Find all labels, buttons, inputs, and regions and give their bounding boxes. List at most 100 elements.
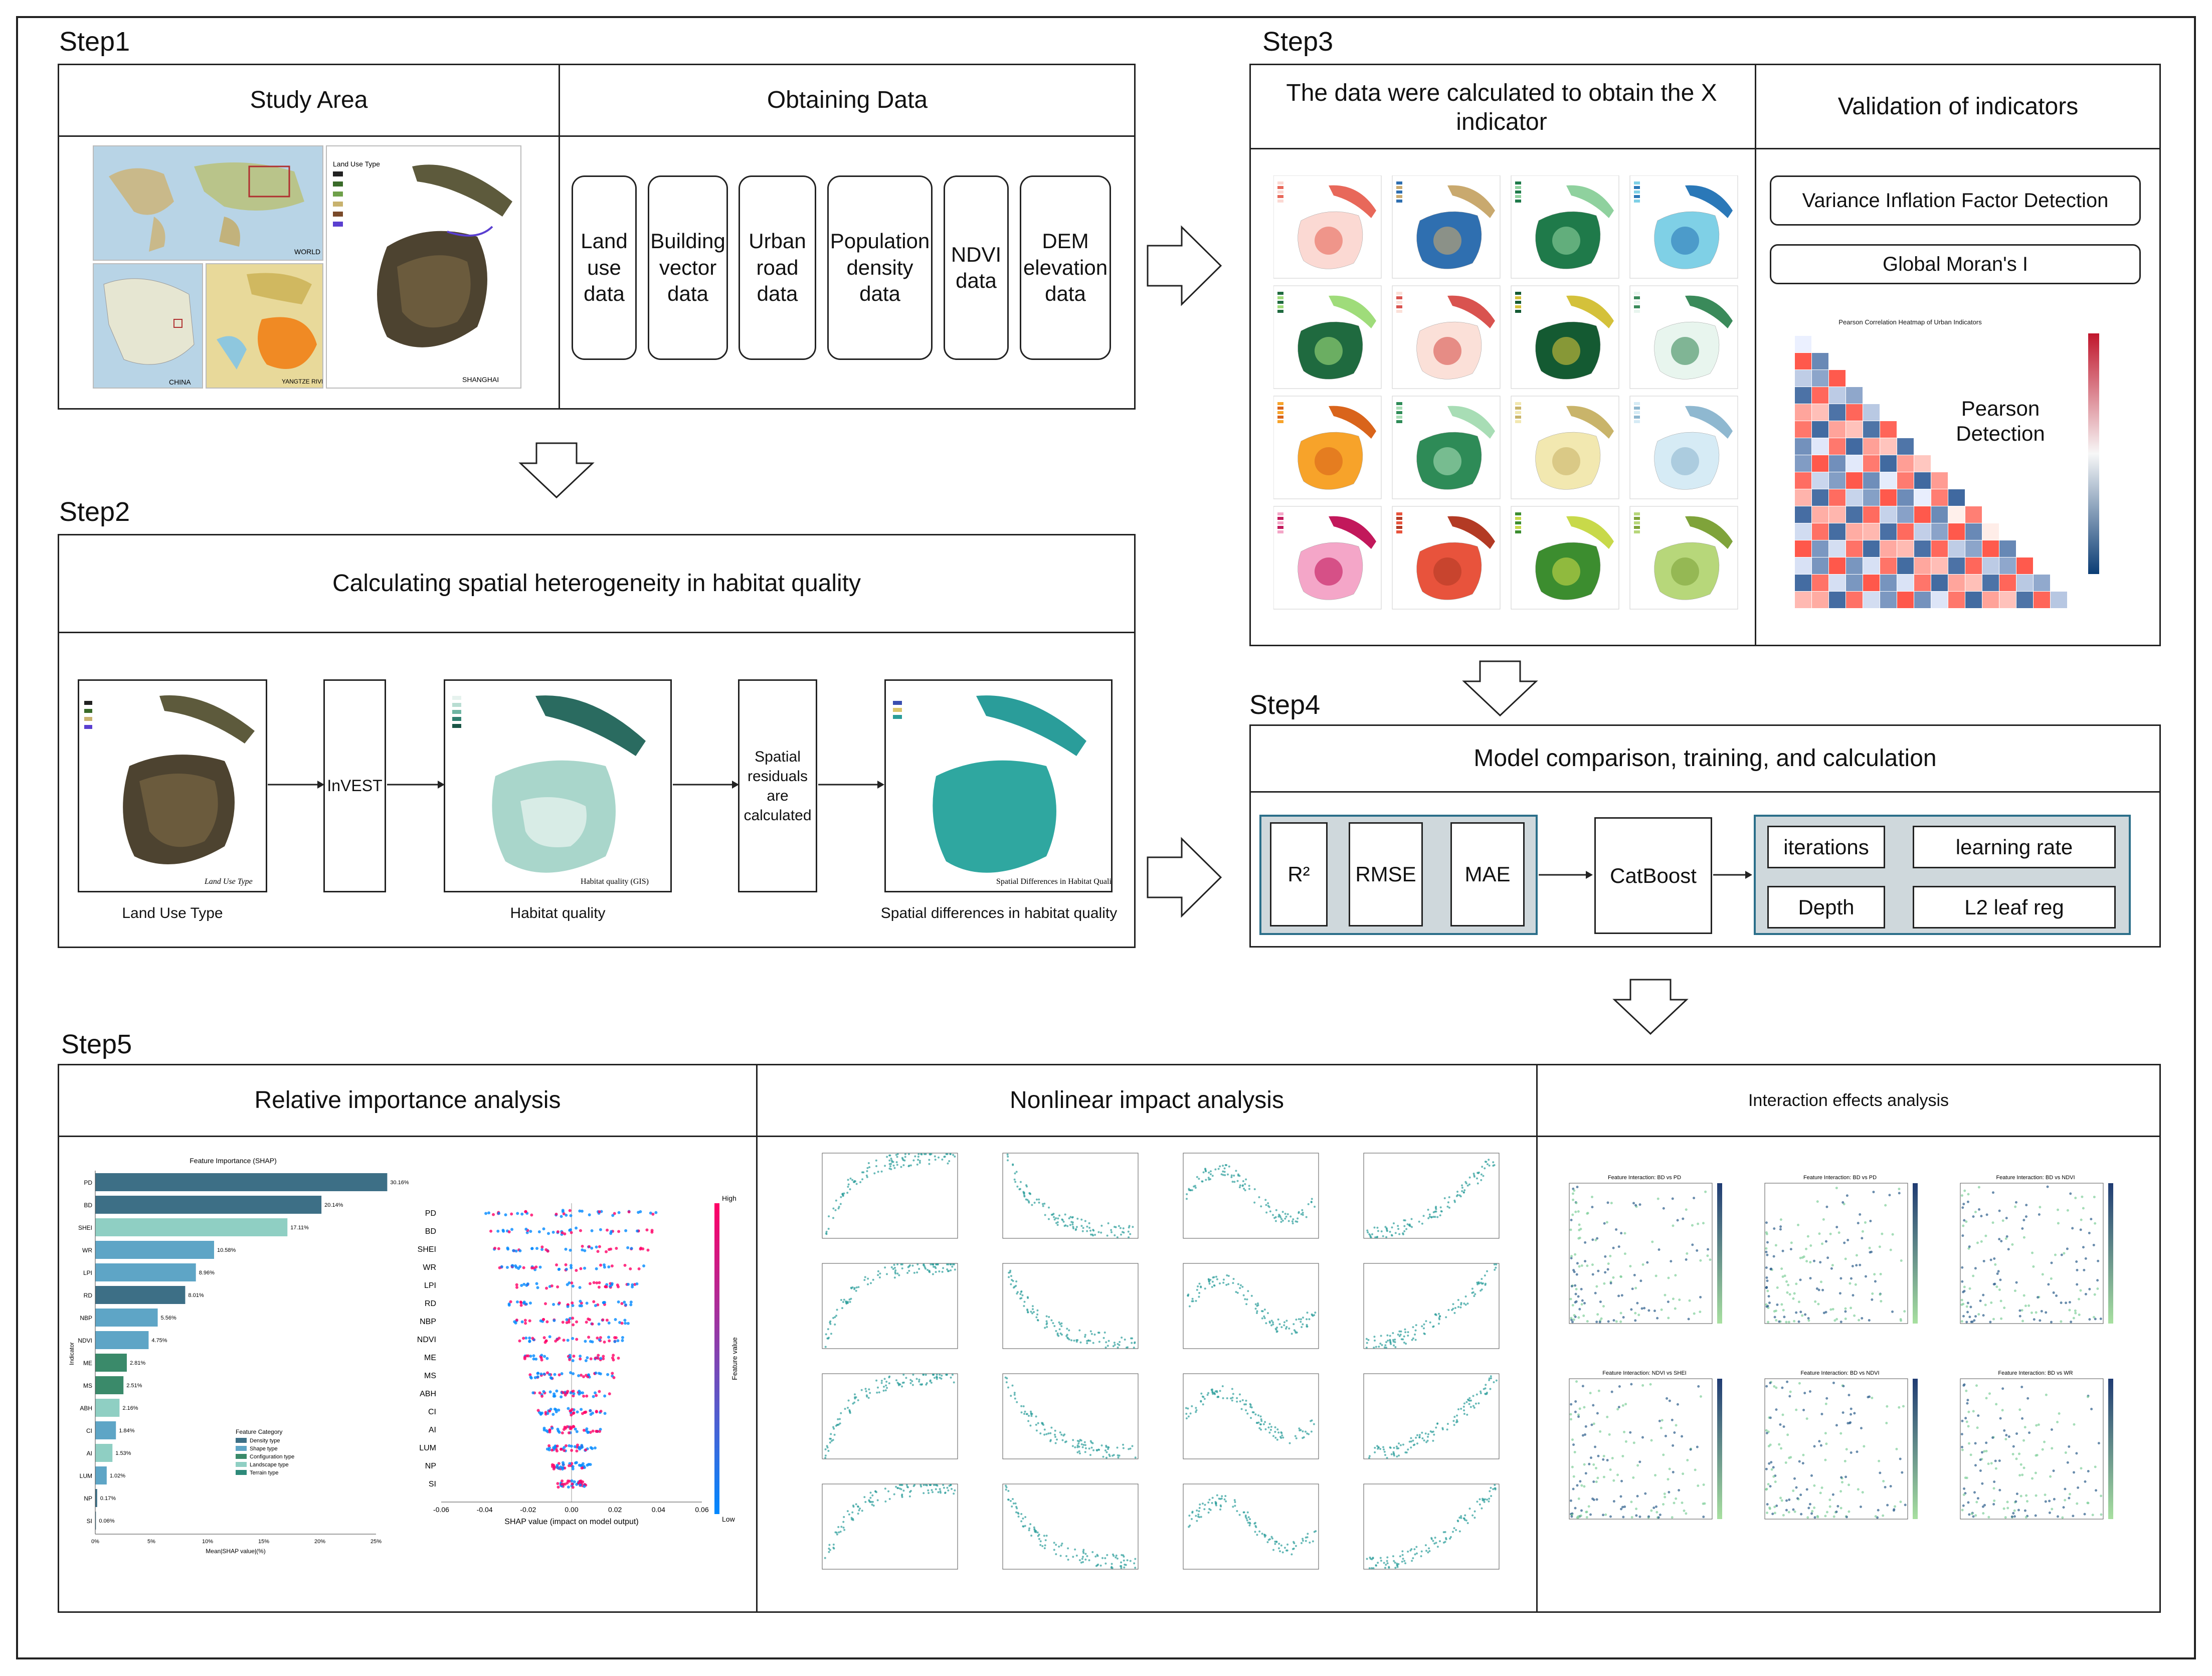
dependence-point: [1448, 1206, 1450, 1209]
dependence-point: [869, 1492, 872, 1494]
dependence-point: [1020, 1520, 1023, 1523]
interaction-point: [1591, 1196, 1594, 1199]
interaction-point: [1621, 1506, 1624, 1509]
interaction-point: [1767, 1445, 1770, 1448]
dependence-point: [1298, 1318, 1300, 1321]
dependence-point: [1490, 1375, 1492, 1378]
interaction-point: [1641, 1263, 1644, 1266]
shap-point: [571, 1485, 575, 1489]
interaction-point: [1895, 1447, 1898, 1450]
dependence-point: [1086, 1230, 1088, 1232]
interaction-point: [1852, 1294, 1855, 1297]
dependence-point: [833, 1433, 836, 1436]
interaction-point: [1988, 1392, 1991, 1395]
dependence-point: [859, 1181, 862, 1184]
bar-legend-item: Terrain type: [250, 1470, 278, 1476]
dependence-point: [1046, 1326, 1048, 1328]
dependence-point: [1240, 1408, 1243, 1410]
dependence-point: [1439, 1214, 1441, 1217]
interaction-point: [1634, 1319, 1637, 1322]
dependence-point: [1274, 1328, 1277, 1330]
dependence-point: [1430, 1537, 1433, 1539]
dependence-point: [1377, 1447, 1379, 1450]
dependence-point: [1492, 1165, 1495, 1167]
dependence-point: [1043, 1428, 1046, 1431]
dependence-point: [928, 1163, 931, 1165]
interaction-point: [1768, 1462, 1771, 1465]
interaction-point: [1596, 1476, 1599, 1479]
interaction-point: [1799, 1256, 1802, 1259]
dependence-point: [1405, 1343, 1407, 1345]
dependence-point: [1263, 1315, 1265, 1318]
dependence-point: [1296, 1331, 1298, 1334]
dependence-point: [1373, 1336, 1376, 1338]
interaction-point: [1998, 1209, 2001, 1212]
interaction-point: [1850, 1407, 1853, 1410]
heatmap-cell: [1948, 540, 1965, 557]
dependence-point: [1035, 1429, 1038, 1432]
interaction-point: [1654, 1474, 1657, 1477]
dependence-point: [1465, 1401, 1468, 1403]
heatmap-cell: [1897, 592, 1914, 608]
dependence-point: [1402, 1558, 1404, 1560]
dependence-point: [1489, 1388, 1492, 1390]
interaction-point: [1848, 1510, 1851, 1513]
dependence-point: [1302, 1538, 1304, 1540]
china-label: CHINA: [169, 378, 191, 386]
interaction-point: [1824, 1432, 1827, 1435]
interaction-point: [1630, 1308, 1633, 1311]
dependence-point: [1488, 1164, 1491, 1167]
indicator-legend-swatch: [1634, 200, 1640, 203]
dependence-point: [1314, 1312, 1317, 1314]
shap-point: [553, 1446, 557, 1449]
dependence-point: [901, 1267, 903, 1269]
shap-point: [572, 1389, 575, 1393]
interaction-point: [1879, 1272, 1882, 1275]
indicator-map-island: [1447, 295, 1495, 328]
indicator-legend-swatch: [1277, 191, 1283, 194]
shap-point: [569, 1371, 573, 1374]
dependence-point: [909, 1379, 912, 1381]
shap-point: [556, 1285, 560, 1288]
dependence-point: [1312, 1540, 1314, 1543]
interaction-point: [1769, 1416, 1772, 1419]
dependence-point: [1038, 1201, 1040, 1204]
dependence-point: [1456, 1191, 1459, 1193]
dependence-point: [1262, 1423, 1265, 1425]
dependence-point: [1488, 1500, 1490, 1503]
interaction-point: [1793, 1477, 1796, 1480]
interaction-point: [2019, 1495, 2022, 1498]
shap-point: [591, 1447, 594, 1450]
interaction-point: [1881, 1232, 1884, 1235]
dependence-point: [1434, 1216, 1436, 1218]
interaction-point: [1587, 1505, 1590, 1508]
interaction-point: [1831, 1308, 1834, 1311]
dependence-point: [1238, 1514, 1241, 1516]
dependence-point: [904, 1156, 906, 1158]
shap-point: [623, 1263, 627, 1267]
dependence-point: [886, 1156, 888, 1158]
dependence-point: [840, 1526, 843, 1528]
shap-point: [630, 1247, 633, 1250]
dependence-point: [1256, 1534, 1258, 1536]
dependence-point: [1285, 1320, 1288, 1322]
dependence-point: [929, 1380, 932, 1383]
dependence-point: [1488, 1379, 1491, 1381]
dependence-point: [869, 1392, 871, 1394]
shap-point: [578, 1304, 582, 1308]
importance-value-label: 2.16%: [122, 1405, 138, 1411]
dependence-point: [855, 1503, 857, 1506]
indicator-legend-swatch: [1634, 301, 1640, 304]
dependence-point: [1067, 1547, 1069, 1550]
dependence-point: [1200, 1516, 1202, 1518]
interaction-point: [1672, 1470, 1675, 1473]
dependence-point: [1053, 1325, 1056, 1328]
interaction-point: [2047, 1283, 2050, 1286]
dependence-point: [902, 1489, 905, 1492]
importance-value-label: 8.01%: [188, 1292, 204, 1298]
dependence-point: [1025, 1198, 1027, 1201]
indicator-legend-swatch: [1277, 530, 1283, 533]
dependence-point: [1106, 1234, 1109, 1237]
dependence-point: [1260, 1205, 1262, 1208]
interaction-point: [1573, 1450, 1576, 1453]
